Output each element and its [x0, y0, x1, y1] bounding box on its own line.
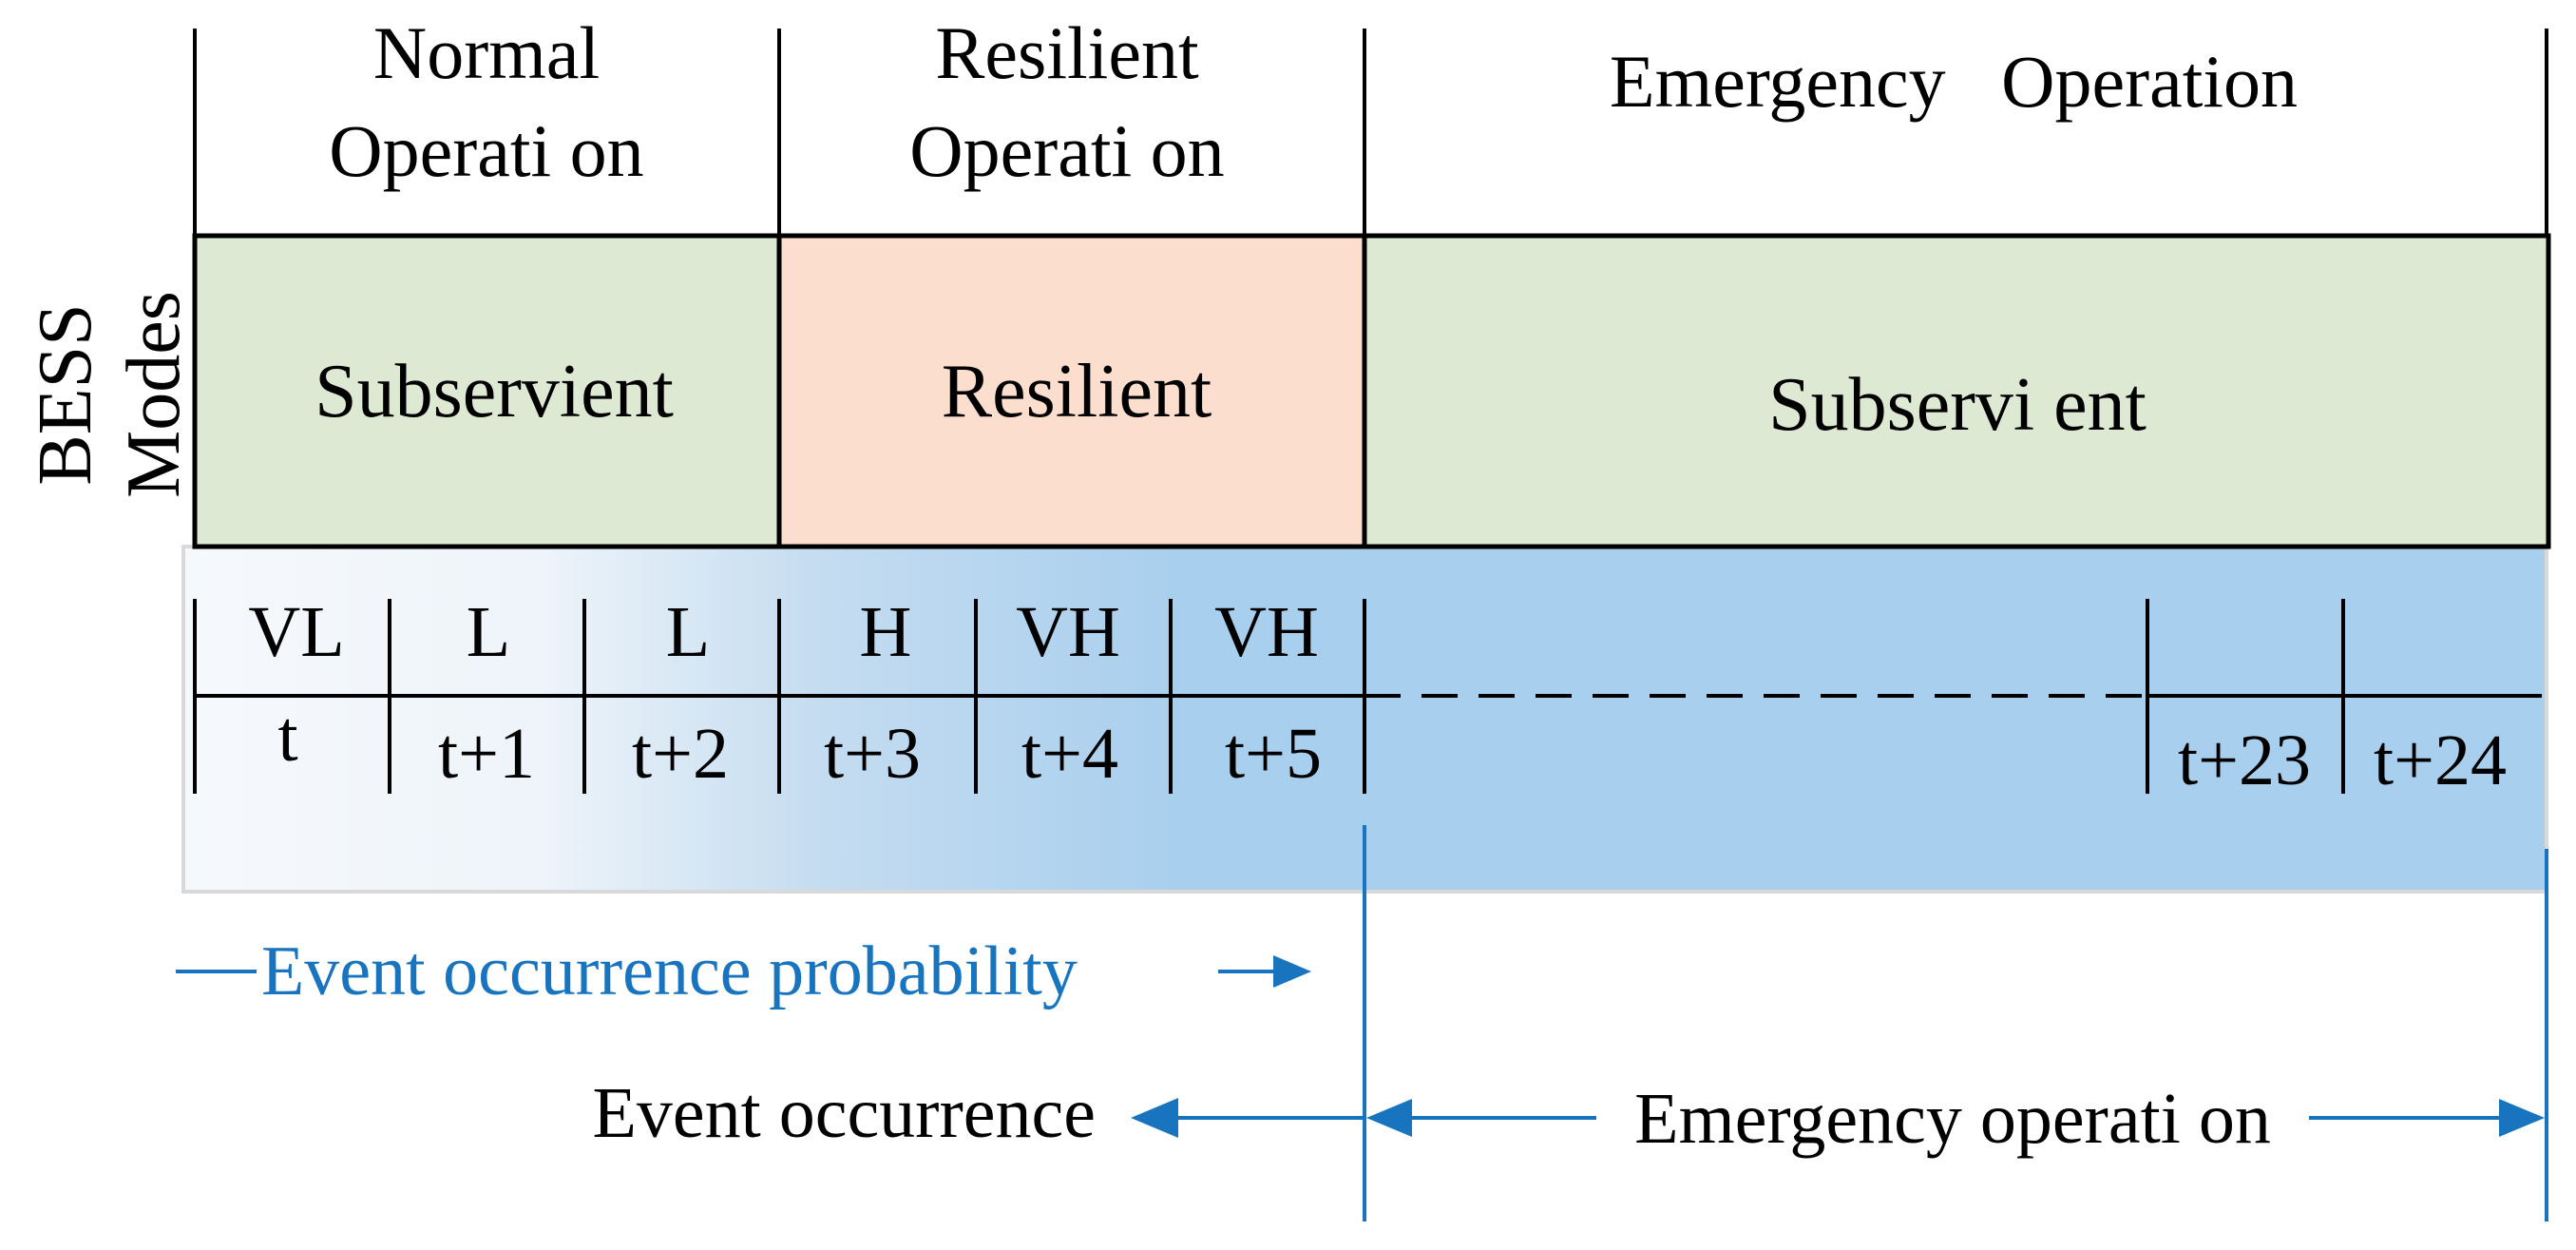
timeline-slot-dividers	[193, 599, 2345, 794]
slot-level: VH	[1214, 592, 1319, 672]
slot-time: t+1	[438, 714, 535, 794]
mode-block-emergency	[1362, 233, 2551, 549]
phase-normal-line2: Operati on	[329, 109, 643, 192]
side-label-line1: BESS	[24, 303, 107, 485]
mode-label-emergency: Subservi ent	[1768, 363, 2147, 447]
slot-time: t	[277, 697, 297, 777]
mode-label-resilient: Resilient	[942, 350, 1212, 433]
event-occurrence-label: Event occurrence	[592, 1073, 1096, 1153]
mode-block-resilient	[776, 233, 1367, 549]
probability-label: Event occurrence probability	[261, 933, 1078, 1010]
phase-normal-line1: Normal	[373, 11, 600, 94]
side-label-line2: Modes	[112, 291, 196, 498]
phase-emergency: Emergency Operation	[1610, 40, 2298, 123]
mode-block-normal	[192, 233, 782, 549]
slot-level: VH	[1016, 592, 1120, 672]
emergency-arrowhead-right	[2499, 1099, 2545, 1137]
slot-level: H	[860, 592, 912, 672]
phase-resilient-line2: Operati on	[909, 109, 1224, 192]
side-label-bess-modes: BESS Modes	[24, 291, 196, 498]
event-occurrence-arrowhead	[1131, 1098, 1178, 1138]
phase-resilient-line1: Resilient	[935, 11, 1199, 94]
slot-level: L	[666, 592, 710, 672]
slot-time: t+2	[632, 714, 729, 794]
slot-time: t+24	[2374, 721, 2507, 800]
slot-time: t+4	[1021, 714, 1118, 794]
probability-arrowhead	[1273, 955, 1311, 988]
emergency-arrowhead-left	[1366, 1099, 1412, 1137]
emergency-operation-label: Emergency operati on	[1634, 1079, 2271, 1159]
slot-time: t+5	[1225, 714, 1322, 794]
slot-level: L	[467, 592, 510, 672]
slot-time: t+3	[824, 714, 921, 794]
mode-label-normal: Subservient	[315, 350, 674, 433]
slot-time: t+23	[2178, 721, 2311, 800]
slot-level: VL	[248, 592, 344, 672]
